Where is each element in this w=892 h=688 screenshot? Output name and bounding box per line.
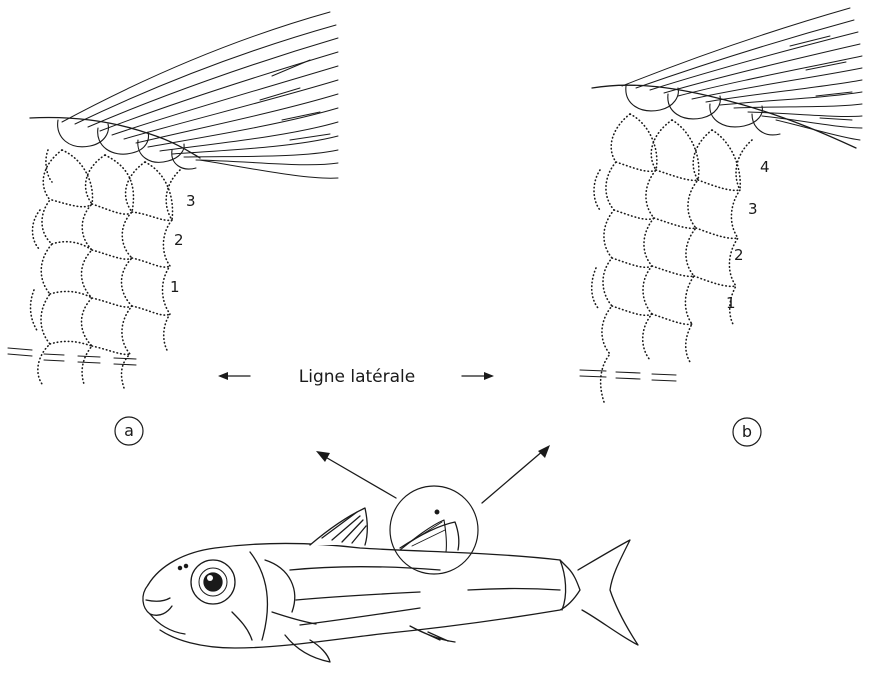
panel-a-lateral-line-marks: [8, 348, 136, 365]
fish-illustration: [143, 486, 638, 662]
panel-a-row-number-3: 3: [186, 192, 196, 210]
lateral-line-label: Ligne latérale: [299, 367, 415, 387]
panel-a-fin-rays: [62, 12, 338, 178]
panel-a-scale-drawing: [8, 12, 338, 388]
panel-b-top-scale-row: [626, 86, 780, 135]
panel-b-row-number-3: 3: [748, 200, 758, 218]
panel-b-row-number-1: 1: [726, 294, 736, 312]
panel-b-dotted-scales: [592, 114, 752, 402]
panel-b-row-number-4: 4: [760, 158, 770, 176]
panel-b-fin-rays: [622, 8, 862, 140]
panel-b-label: b: [742, 422, 752, 441]
panel-b-scale-drawing: [580, 8, 862, 402]
panel-a-label: a: [124, 421, 134, 440]
right-pointing-arrow-icon: [462, 372, 494, 380]
pointer-arrow-to-panel-a-icon: [316, 451, 396, 498]
panel-b-row-number-2: 2: [734, 246, 744, 264]
panel-b-lateral-line-marks: [580, 370, 676, 381]
pointer-arrow-to-panel-b-icon: [482, 445, 550, 503]
left-pointing-arrow-icon: [218, 372, 250, 380]
panel-a-row-number-1: 1: [170, 278, 180, 296]
panel-a-row-number-2: 2: [174, 231, 184, 249]
panel-a-dotted-scales: [31, 150, 180, 388]
